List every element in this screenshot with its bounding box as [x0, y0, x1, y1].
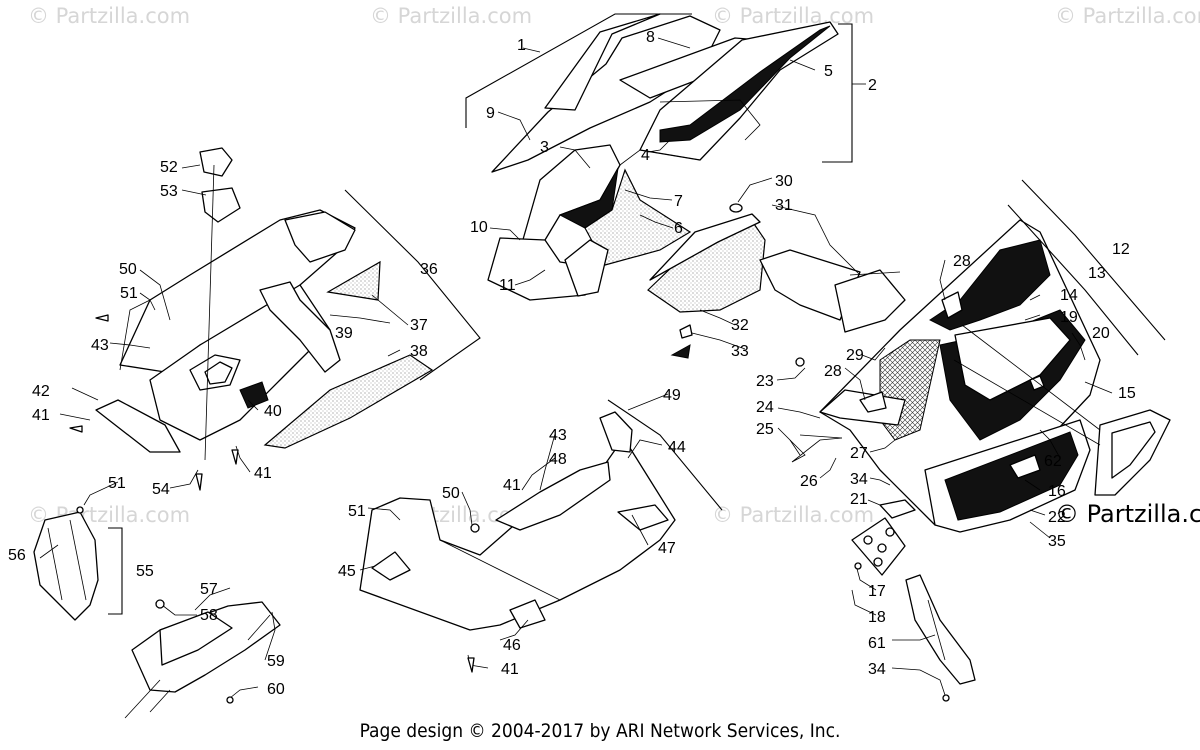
callout: 30 [775, 173, 793, 190]
callout: 60 [267, 681, 285, 698]
center-side-panel [647, 203, 906, 359]
callout: 35 [1048, 533, 1066, 550]
callout: 16 [1048, 483, 1066, 500]
callout: 10 [470, 219, 488, 236]
callout: 20 [1092, 325, 1110, 342]
callout: 44 [668, 439, 686, 456]
callout: 47 [658, 540, 676, 557]
callout: 6 [674, 220, 683, 237]
callout: 18 [868, 609, 886, 626]
callout-numbers: 1 2 3 4 5 6 7 8 9 10 11 12 13 14 15 16 1… [8, 29, 1136, 698]
callout: 33 [731, 343, 749, 360]
callout: 61 [868, 635, 886, 652]
callout: 50 [119, 261, 137, 278]
plate-and-bracket [799, 434, 976, 685]
callout: 22 [1048, 509, 1066, 526]
corner-watermark: © Partzilla.c [1055, 500, 1200, 528]
callout: 58 [200, 607, 218, 624]
watermark: © Partzilla.com [28, 4, 191, 28]
callout: 31 [775, 197, 793, 214]
right-side-panel-assembly [819, 179, 1171, 533]
callout: 12 [1112, 241, 1130, 258]
callout: 24 [756, 399, 774, 416]
callout: 11 [499, 277, 516, 294]
callout: 34 [868, 661, 886, 678]
callout: 32 [731, 317, 749, 334]
lower-bracket-assembly [124, 601, 281, 719]
callout: 25 [756, 421, 774, 438]
callout: 27 [850, 445, 868, 462]
hood-assembly [465, 13, 853, 301]
callout: 49 [663, 387, 681, 404]
side-panel-assembly [33, 511, 123, 621]
callout: 38 [410, 343, 428, 360]
callout: 59 [267, 653, 285, 670]
callout: 62 [1044, 453, 1062, 470]
callout: 28 [824, 363, 842, 380]
callout: 55 [136, 563, 154, 580]
fasteners [69, 314, 950, 704]
callout: 54 [152, 481, 170, 498]
callout: 19 [1060, 309, 1078, 326]
callout: 56 [8, 547, 26, 564]
callout: 46 [503, 637, 521, 654]
watermark: © Partzilla.com [370, 4, 533, 28]
nose-pan-assembly [95, 147, 481, 461]
callout: 28 [953, 253, 971, 270]
callout: 26 [800, 473, 818, 490]
callout: 36 [420, 261, 438, 278]
callout: 34 [850, 471, 868, 488]
callout: 1 [517, 37, 526, 54]
callout: 50 [442, 485, 460, 502]
callout: 17 [868, 583, 886, 600]
watermark: © Partzilla.com [712, 503, 875, 527]
callout: 40 [264, 403, 282, 420]
callout: 41 [501, 661, 519, 678]
callout: 41 [254, 465, 272, 482]
callout: 52 [160, 159, 178, 176]
watermark: © Partzilla.com [1055, 4, 1200, 28]
lower-panel-assembly [359, 399, 723, 631]
callout: 41 [32, 407, 50, 424]
callout: 39 [335, 325, 353, 342]
callout: 3 [540, 139, 549, 156]
callout: 29 [846, 347, 864, 364]
callout: 51 [120, 285, 138, 302]
callout: 15 [1118, 385, 1136, 402]
callout: 51 [108, 475, 126, 492]
callout: 13 [1088, 265, 1106, 282]
callout: 14 [1060, 287, 1078, 304]
callout: 8 [646, 29, 655, 46]
callout: 9 [486, 105, 495, 122]
callout: 5 [824, 63, 833, 80]
callout: 57 [200, 581, 218, 598]
callout: 21 [850, 491, 868, 508]
page-footer: Page design © 2004-2017 by ARI Network S… [359, 720, 841, 742]
callout: 48 [549, 451, 567, 468]
callout: 53 [160, 183, 178, 200]
callout: 4 [641, 147, 650, 164]
callout: 42 [32, 383, 50, 400]
callout: 41 [503, 477, 521, 494]
leader-lines [39, 37, 1113, 699]
callout: 37 [410, 317, 428, 334]
callout: 43 [549, 427, 567, 444]
callout: 7 [674, 193, 683, 210]
callout: 23 [756, 373, 774, 390]
callout: 51 [348, 503, 366, 520]
callout: 2 [868, 77, 877, 94]
callout: 43 [91, 337, 109, 354]
callout: 45 [338, 563, 356, 580]
